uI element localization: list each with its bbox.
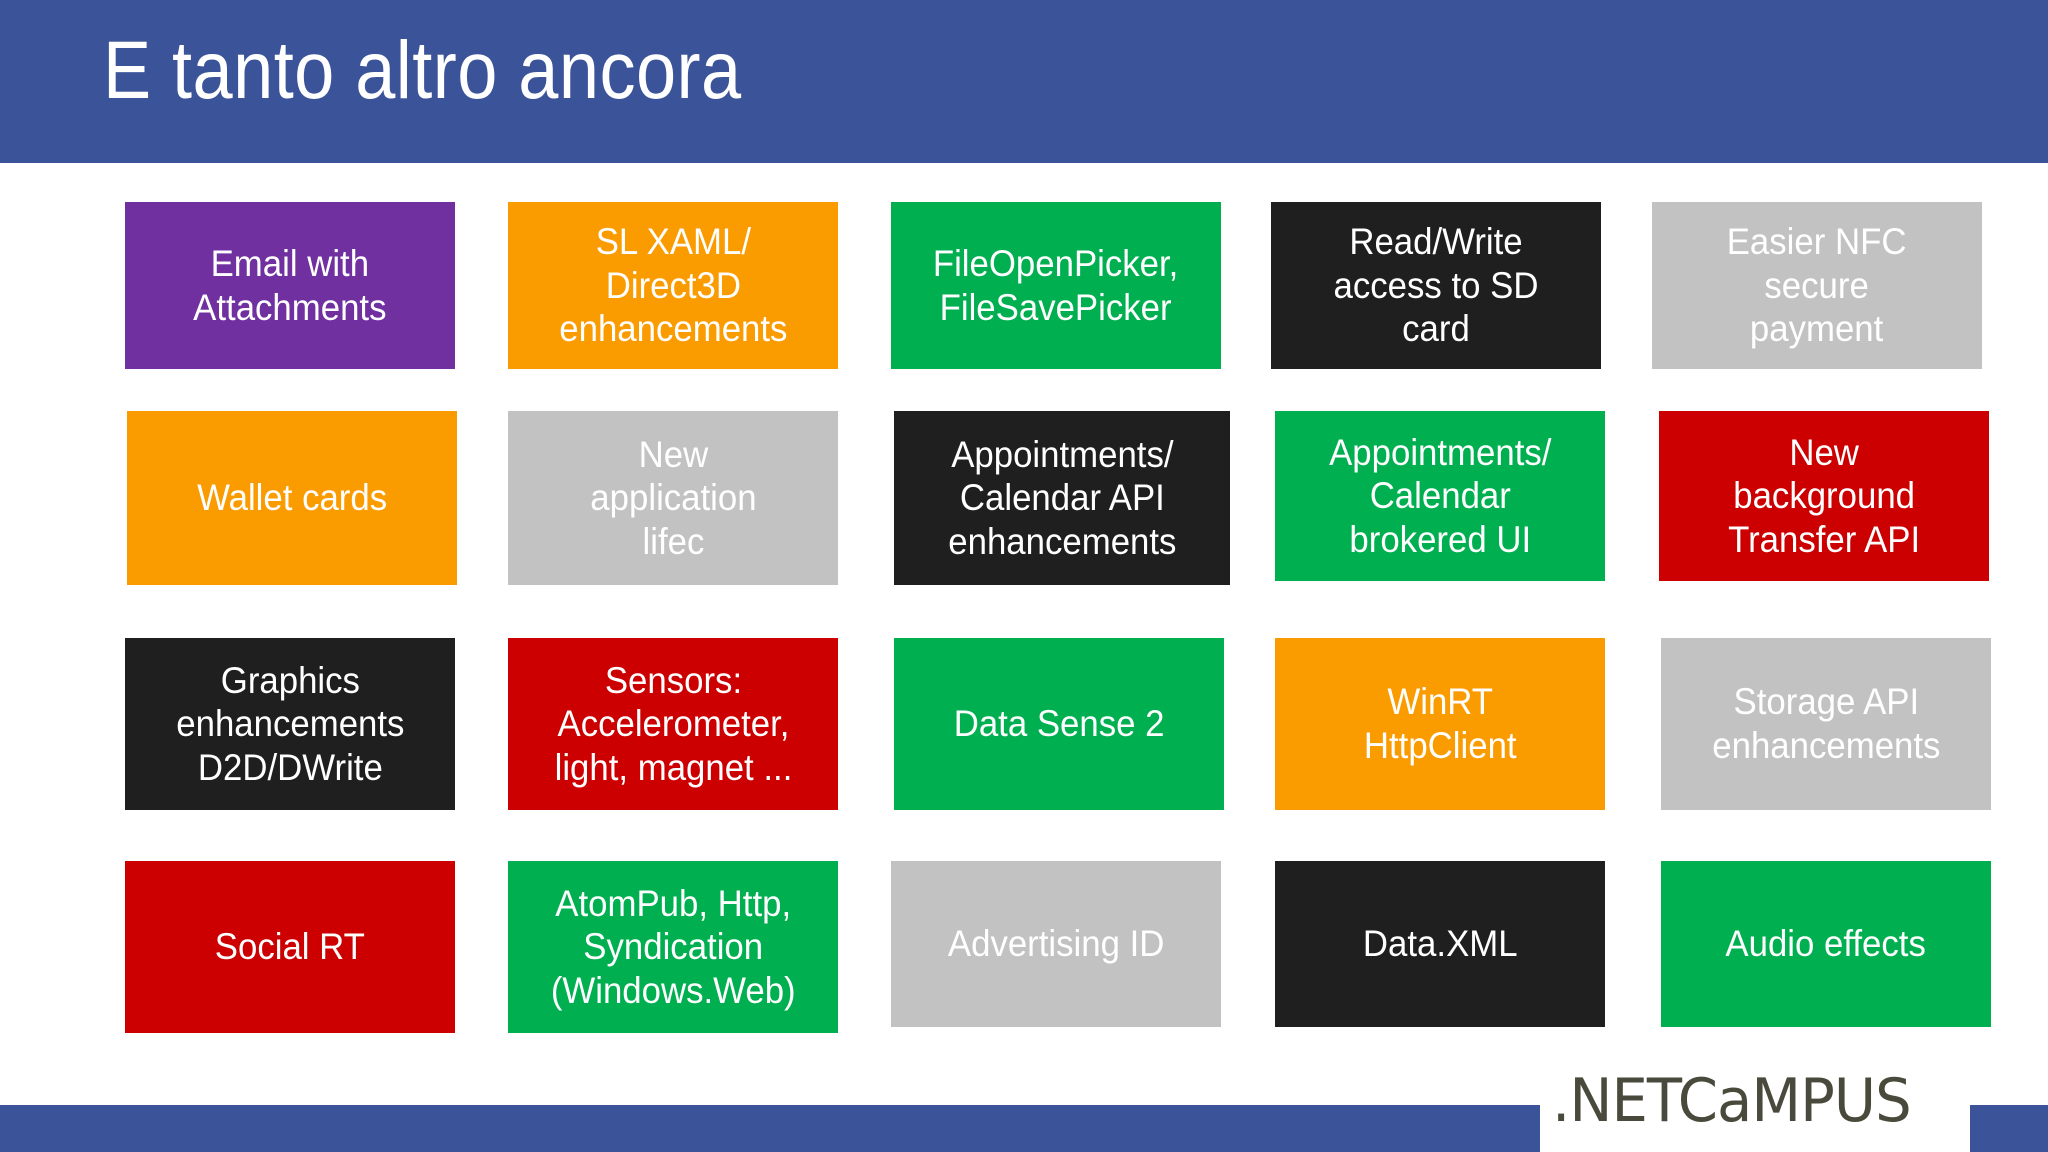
tile-data-sense-2[interactable]: Data Sense 2 — [894, 638, 1224, 810]
slide-header-band: E tanto altro ancora — [0, 0, 2048, 163]
tile-atompub-syndication[interactable]: AtomPub, Http, Syndication (Windows.Web) — [508, 861, 838, 1033]
tile-graphics-enhancements[interactable]: Graphics enhancements D2D/DWrite — [125, 638, 455, 810]
tile-label: SL XAML/ Direct3D enhancements — [558, 221, 788, 350]
tile-storage-api-enhancements[interactable]: Storage API enhancements — [1661, 638, 1991, 810]
tile-row: Social RT AtomPub, Http, Syndication (Wi… — [0, 853, 2048, 1083]
tile-new-application-lifecycle[interactable]: New application lifec — [508, 411, 838, 585]
tile-label: Social RT — [214, 926, 366, 968]
tile-label: Sensors: Accelerometer, light, magnet ..… — [554, 659, 792, 788]
tile-label: FileOpenPicker, FileSavePicker — [933, 242, 1179, 328]
tile-row: Graphics enhancements D2D/DWrite Sensors… — [0, 623, 2048, 853]
tile-file-pickers[interactable]: FileOpenPicker, FileSavePicker — [891, 202, 1221, 369]
tile-wallet-cards[interactable]: Wallet cards — [127, 411, 457, 585]
footer-bar-right — [1970, 1105, 2048, 1152]
tile-label: Read/Write access to SD card — [1333, 221, 1539, 350]
tile-advertising-id[interactable]: Advertising ID — [891, 861, 1221, 1027]
tile-data-xml[interactable]: Data.XML — [1275, 861, 1605, 1027]
tile-label: Storage API enhancements — [1711, 681, 1941, 766]
netcampus-logo-text: .NETCaMPUS — [1552, 1066, 1912, 1136]
tile-label: Advertising ID — [947, 923, 1165, 965]
tile-sl-xaml-direct3d[interactable]: SL XAML/ Direct3D enhancements — [508, 202, 838, 369]
page-title: E tanto altro ancora — [103, 25, 742, 116]
tile-row: Wallet cards New application lifec Appoi… — [0, 393, 2048, 623]
footer-bar-left — [0, 1105, 1540, 1152]
tile-label: Wallet cards — [196, 477, 388, 519]
tile-label: Data.XML — [1362, 923, 1518, 965]
tile-label: AtomPub, Http, Syndication (Windows.Web) — [550, 882, 796, 1011]
tile-social-rt[interactable]: Social RT — [125, 861, 455, 1033]
tile-sd-card-access[interactable]: Read/Write access to SD card — [1271, 202, 1601, 369]
tile-label: Appointments/ Calendar brokered UI — [1328, 431, 1552, 560]
tile-winrt-httpclient[interactable]: WinRT HttpClient — [1275, 638, 1605, 810]
tile-calendar-api-enhancements[interactable]: Appointments/ Calendar API enhancements — [894, 411, 1230, 585]
tile-background-transfer-api[interactable]: New background Transfer API — [1659, 411, 1989, 581]
tile-label: Graphics enhancements D2D/DWrite — [175, 659, 405, 788]
tile-audio-effects[interactable]: Audio effects — [1661, 861, 1991, 1027]
tile-easier-nfc-payment[interactable]: Easier NFC secure payment — [1652, 202, 1982, 369]
tile-label: New background Transfer API — [1727, 431, 1920, 560]
tile-label: Email with Attachments — [193, 242, 387, 328]
tile-label: Easier NFC secure payment — [1727, 221, 1907, 350]
tile-sensors[interactable]: Sensors: Accelerometer, light, magnet ..… — [508, 638, 838, 810]
tile-email-with-attachments[interactable]: Email with Attachments — [125, 202, 455, 369]
tile-label: WinRT HttpClient — [1363, 681, 1517, 766]
tile-label: New application lifec — [589, 433, 757, 562]
tile-row: Email with Attachments SL XAML/ Direct3D… — [0, 163, 2048, 393]
netcampus-logo: .NETCaMPUS — [1552, 1068, 1962, 1134]
feature-tile-grid: Email with Attachments SL XAML/ Direct3D… — [0, 163, 2048, 1083]
tile-label: Appointments/ Calendar API enhancements — [947, 433, 1177, 562]
tile-label: Audio effects — [1725, 923, 1927, 965]
tile-label: Data Sense 2 — [953, 703, 1165, 745]
tile-calendar-brokered-ui[interactable]: Appointments/ Calendar brokered UI — [1275, 411, 1605, 581]
